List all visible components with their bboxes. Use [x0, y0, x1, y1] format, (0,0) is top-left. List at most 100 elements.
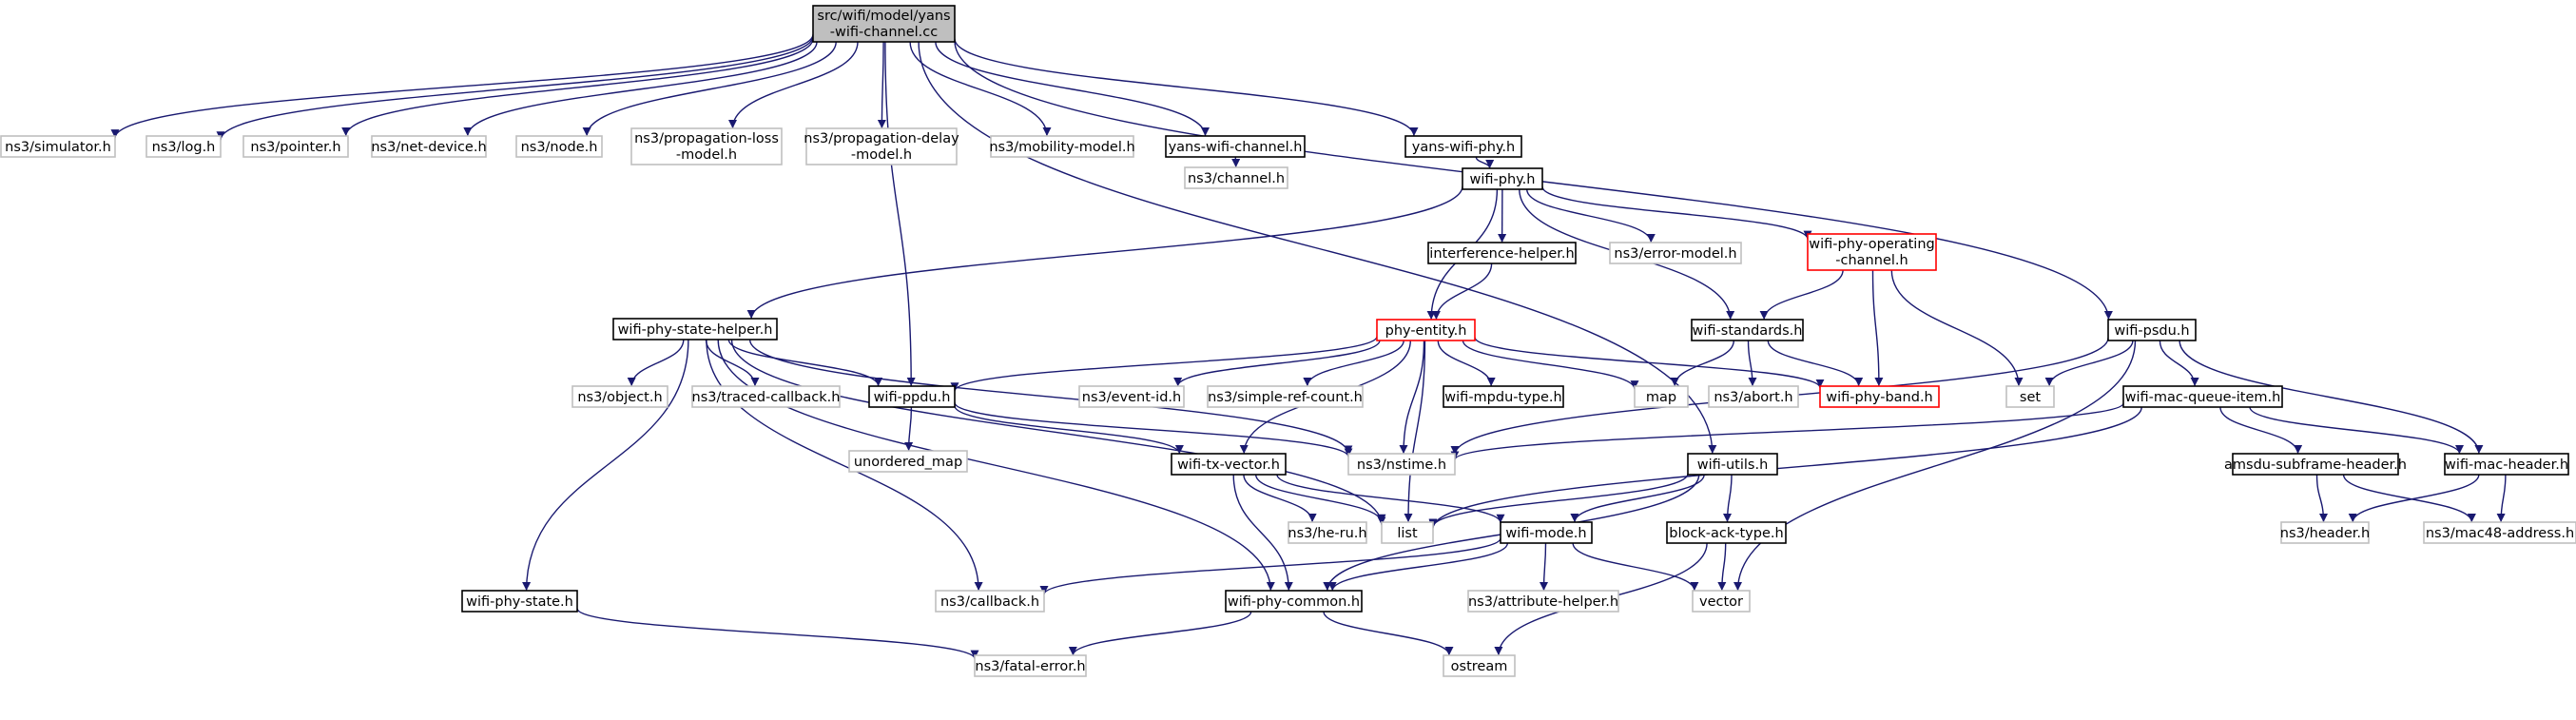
node-interf[interactable]: interference-helper.h	[1427, 242, 1577, 264]
node-opchan[interactable]: wifi-phy-operating-channel.h	[1807, 233, 1937, 271]
edge-amsdu-to-header	[2315, 474, 2328, 523]
edge-root-to-propdelay	[877, 41, 886, 129]
node-heru: ns3/he-ru.h	[1288, 521, 1367, 544]
node-psdu[interactable]: wifi-psdu.h	[2107, 319, 2197, 341]
node-label: set	[2020, 390, 2041, 405]
node-label: -channel.h	[1835, 253, 1908, 268]
node-label: wifi-phy-state-helper.h	[618, 322, 773, 338]
node-ppdu[interactable]: wifi-ppdu.h	[868, 385, 956, 408]
edge-phyentity-to-eventid	[1173, 340, 1381, 387]
node-label: wifi-mac-queue-item.h	[2125, 390, 2281, 405]
node-box	[612, 318, 778, 341]
node-label: ns3/mac48-address.h	[2426, 526, 2574, 541]
node-box	[1376, 319, 1476, 341]
node-box	[1634, 385, 1689, 408]
node-label: ns3/log.h	[152, 140, 216, 155]
edge-mode-to-common	[1327, 542, 1509, 592]
node-wifiphy[interactable]: wifi-phy.h	[1462, 167, 1543, 190]
node-box	[2423, 521, 2576, 544]
node-standards[interactable]: wifi-standards.h	[1691, 319, 1804, 341]
node-label: ostream	[1451, 659, 1508, 674]
node-box	[515, 135, 603, 158]
node-box	[1807, 233, 1937, 271]
edge-phyentity-to-band	[1474, 337, 1825, 389]
node-label: -model.h	[676, 147, 737, 163]
node-pointer: ns3/pointer.h	[242, 135, 349, 158]
node-proploss: ns3/propagation-loss-model.h	[630, 127, 783, 165]
node-label: src/wifi/model/yans	[817, 9, 950, 24]
node-common[interactable]: wifi-phy-common.h	[1225, 590, 1363, 613]
node-box	[990, 135, 1134, 158]
node-label: ns3/propagation-loss	[634, 131, 779, 146]
node-root[interactable]: src/wifi/model/yans-wifi-channel.cc	[812, 5, 956, 43]
node-box	[2122, 385, 2283, 408]
edge-interf-to-phyentity	[1431, 263, 1493, 321]
edge-psdu-to-set	[2044, 340, 2134, 387]
edge-amsdu-to-mac48	[2342, 474, 2476, 523]
node-blockack[interactable]: block-ack-type.h	[1666, 521, 1787, 544]
node-box	[461, 590, 578, 613]
node-phystate[interactable]: wifi-phy-state.h	[461, 590, 578, 613]
node-label: wifi-phy-state.h	[466, 594, 573, 610]
node-label: wifi-standards.h	[1693, 323, 1803, 339]
edge-psdu-to-vector	[1733, 340, 2137, 592]
node-netdevice: ns3/net-device.h	[371, 135, 487, 158]
node-label: amsdu-subframe-header.h	[2224, 457, 2407, 473]
node-errmodel: ns3/error-model.h	[1609, 242, 1742, 264]
edge-ppdu-to-unordered	[904, 406, 914, 452]
node-box	[371, 135, 487, 158]
node-yanschan[interactable]: yans-wifi-channel.h	[1165, 135, 1306, 158]
node-macheader[interactable]: wifi-mac-header.h	[2444, 453, 2569, 476]
node-utils[interactable]: wifi-utils.h	[1687, 453, 1778, 476]
node-txvector[interactable]: wifi-tx-vector.h	[1171, 453, 1287, 476]
node-label: yans-wifi-channel.h	[1169, 140, 1303, 155]
node-label: ns3/fatal-error.h	[975, 659, 1085, 674]
node-nstime: ns3/nstime.h	[1347, 453, 1456, 476]
node-box	[2005, 385, 2055, 408]
node-box	[145, 135, 222, 158]
node-label: ns3/propagation-delay	[804, 131, 959, 146]
node-list: list	[1381, 521, 1434, 544]
node-box	[1708, 385, 1799, 408]
node-mode[interactable]: wifi-mode.h	[1500, 521, 1593, 544]
node-box	[1171, 453, 1287, 476]
node-label: block-ack-type.h	[1669, 526, 1783, 541]
node-abort: ns3/abort.h	[1708, 385, 1799, 408]
node-label: ns3/nstime.h	[1357, 457, 1446, 473]
node-label: yans-wifi-phy.h	[1412, 140, 1515, 155]
node-box	[2107, 319, 2197, 341]
node-label: ns3/net-device.h	[371, 140, 486, 155]
node-mpdutype[interactable]: wifi-mpdu-type.h	[1443, 385, 1564, 408]
node-band[interactable]: wifi-phy-band.h	[1819, 385, 1940, 408]
edge-common-to-ostream	[1323, 611, 1454, 656]
node-mobility: ns3/mobility-model.h	[989, 135, 1135, 158]
node-label: wifi-mac-header.h	[2445, 457, 2568, 473]
node-queueitem[interactable]: wifi-mac-queue-item.h	[2122, 385, 2283, 408]
node-label: wifi-phy-common.h	[1228, 594, 1360, 610]
edge-standards-to-band	[1767, 340, 1864, 387]
node-label: wifi-tx-vector.h	[1177, 457, 1280, 473]
edge-phystate-to-fatal	[576, 608, 979, 659]
node-box	[1165, 135, 1306, 158]
node-statehelper[interactable]: wifi-phy-state-helper.h	[612, 318, 778, 341]
edge-statehelper-to-callback	[706, 339, 983, 592]
node-phyentity[interactable]: phy-entity.h	[1376, 319, 1476, 341]
node-map: map	[1634, 385, 1689, 408]
node-box	[0, 135, 116, 158]
node-box	[848, 450, 968, 473]
edge-wifiphy-to-errmodel	[1526, 188, 1656, 243]
edge-queueitem-to-nstime	[1450, 402, 2124, 460]
node-box	[1691, 319, 1804, 341]
edge-statehelper-to-object	[627, 339, 685, 387]
node-channel: ns3/channel.h	[1184, 166, 1288, 189]
node-unordered: unordered_map	[848, 450, 968, 473]
node-label: map	[1646, 390, 1676, 405]
node-yansphy[interactable]: yans-wifi-phy.h	[1404, 135, 1522, 158]
edge-macheader-to-mac48	[2496, 474, 2507, 523]
node-box	[1692, 590, 1751, 613]
node-box	[2280, 521, 2370, 544]
edge-statehelper-to-phystate	[522, 339, 689, 592]
node-label: ns3/error-model.h	[1614, 246, 1736, 262]
node-amsdu[interactable]: amsdu-subframe-header.h	[2224, 453, 2407, 476]
node-box	[571, 385, 668, 408]
